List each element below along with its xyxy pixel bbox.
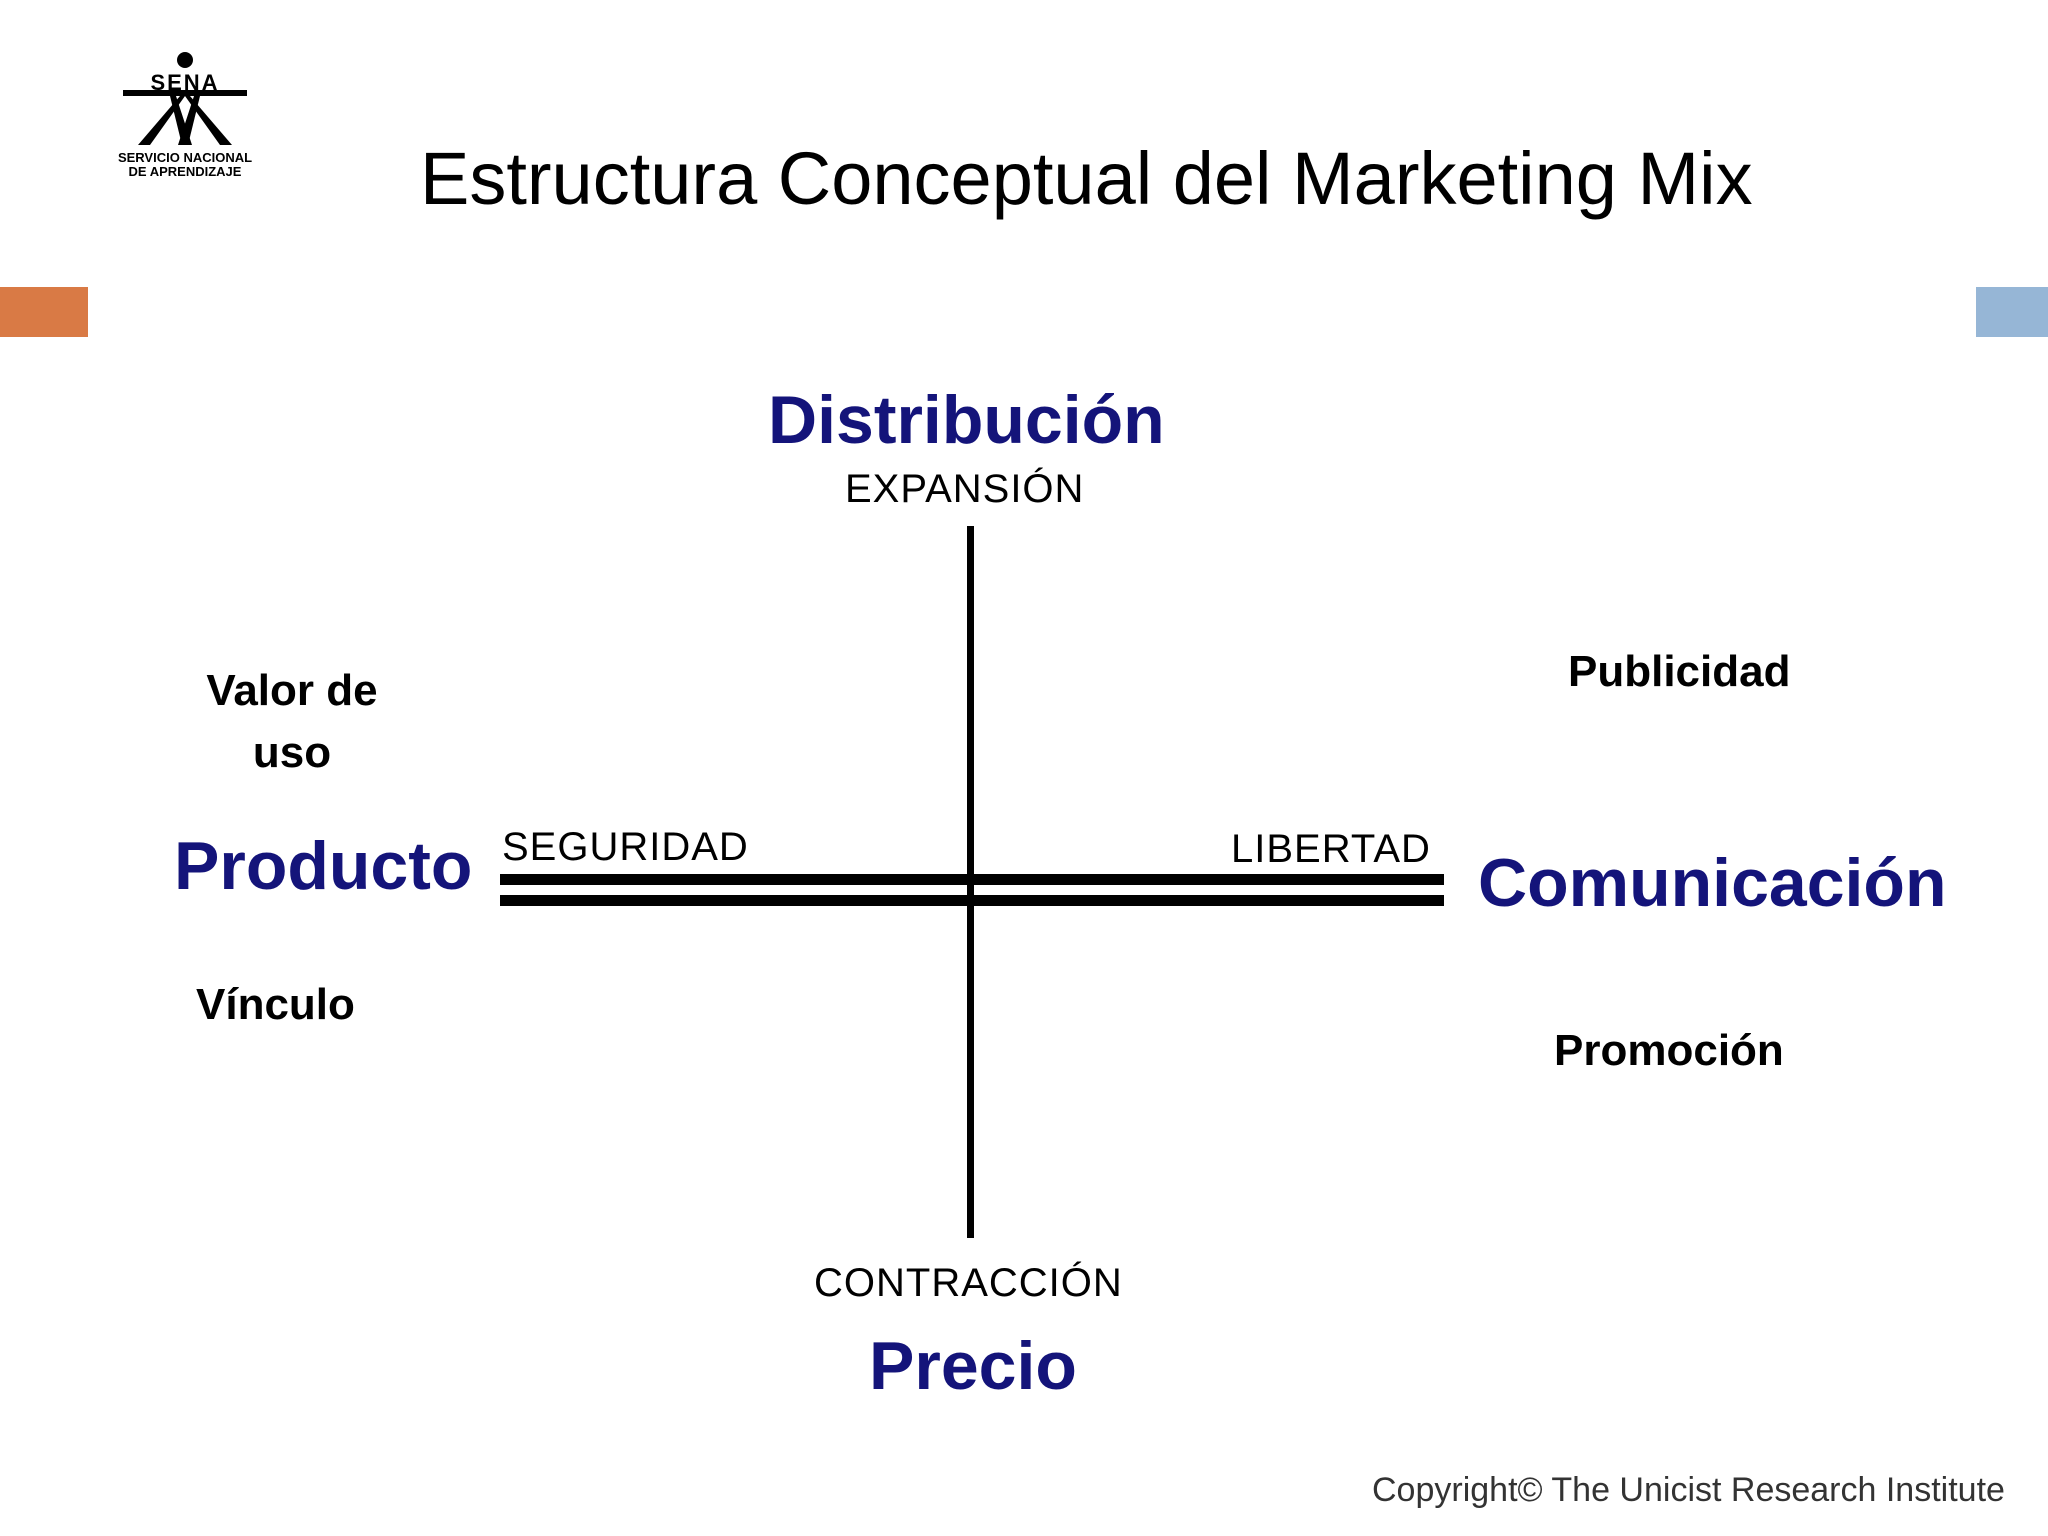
slide-title: Estructura Conceptual del Marketing Mix (420, 137, 1753, 220)
label-precio: Precio (869, 1328, 1077, 1404)
label-publicidad: Publicidad (1568, 647, 1791, 696)
label-valor-de-uso: Valor de uso (170, 660, 414, 784)
label-expansion: EXPANSIÓN (845, 467, 1085, 511)
logo-line-1: SERVICIO NACIONAL (117, 150, 253, 165)
label-comunicacion: Comunicación (1478, 845, 1947, 921)
logo-word: SENA (150, 70, 220, 95)
label-vinculo: Vínculo (196, 980, 355, 1029)
logo-line-2: DE APRENDIZAJE (128, 164, 242, 179)
horizontal-axis-bottom-line (500, 895, 1444, 906)
horizontal-axis-top-line (500, 874, 1444, 885)
sena-logo: SENA SERVICIO NACIONAL DE APRENDIZAJE (90, 50, 280, 190)
label-valor-de-uso-line-1: Valor de (206, 666, 378, 715)
label-seguridad: SEGURIDAD (502, 825, 749, 869)
accent-bar-right (1976, 287, 2048, 337)
label-valor-de-uso-line-2: uso (252, 728, 332, 777)
label-libertad: LIBERTAD (1231, 827, 1431, 871)
accent-bar-left (0, 287, 88, 337)
label-contraccion: CONTRACCIÓN (814, 1261, 1123, 1305)
label-promocion: Promoción (1554, 1026, 1784, 1075)
copyright-notice: Copyright© The Unicist Research Institut… (1372, 1471, 2005, 1509)
label-distribucion: Distribución (768, 382, 1165, 458)
sena-logo-icon (123, 52, 247, 145)
label-producto: Producto (174, 828, 473, 904)
